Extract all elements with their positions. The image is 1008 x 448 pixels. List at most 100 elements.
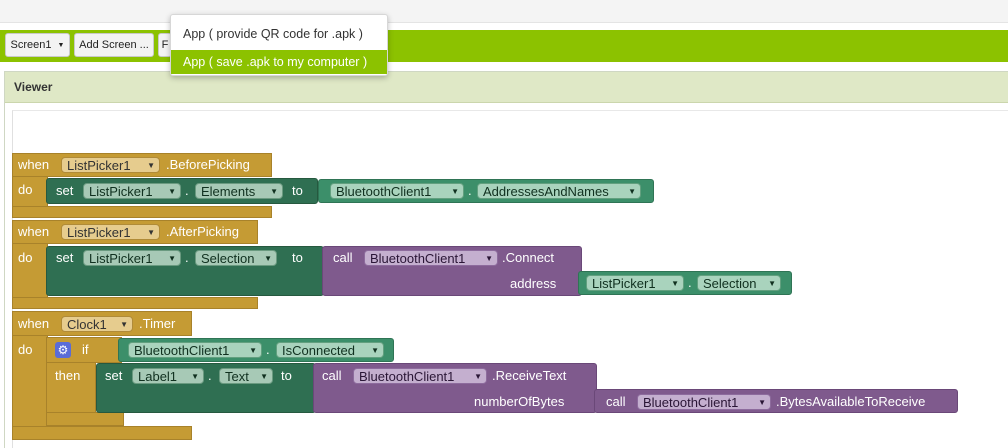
setter-component-name: ListPicker1 (89, 251, 153, 266)
call-label: call (606, 394, 626, 409)
chevron-down-icon: ▼ (191, 372, 199, 381)
chevron-down-icon: ▼ (147, 161, 155, 170)
method-name: .BytesAvailableToReceive (776, 394, 926, 409)
chevron-down-icon: ▼ (485, 254, 493, 263)
chevron-down-icon: ▼ (371, 346, 379, 355)
event-block-footer (12, 297, 258, 309)
chevron-down-icon: ▼ (671, 279, 679, 288)
do-label: do (18, 182, 33, 197)
if-label: if (82, 342, 89, 357)
event-block-footer (12, 206, 272, 218)
arg-label-numberofbytes: numberOfBytes (474, 394, 565, 409)
designer-toolbar: Screen1 ▼ Add Screen ... F (0, 30, 1008, 62)
call-component-dropdown[interactable]: BluetoothClient1 ▼ (364, 250, 498, 266)
condition-property-dropdown[interactable]: IsConnected ▼ (276, 342, 384, 358)
when-label: when (18, 157, 50, 172)
setter-component-dropdown[interactable]: ListPicker1 ▼ (83, 250, 181, 266)
set-label: set (56, 250, 74, 265)
when-label: when (18, 224, 50, 239)
method-name: .Connect (502, 250, 555, 265)
if-block-footer (46, 412, 124, 426)
chevron-down-icon: ▼ (147, 228, 155, 237)
build-dropdown-menu: App ( provide QR code for .apk ) App ( s… (170, 14, 388, 76)
getter-component-name: ListPicker1 (592, 276, 656, 291)
arg-component-dropdown[interactable]: BluetoothClient1 ▼ (637, 394, 771, 410)
setter-property-name: Selection (201, 251, 255, 266)
menu-item-provide-qr[interactable]: App ( provide QR code for .apk ) (183, 27, 363, 41)
component-name: ListPicker1 (67, 225, 131, 240)
set-label: set (105, 368, 123, 383)
call-label: call (333, 250, 353, 265)
dot-label: . (468, 183, 472, 198)
dot-label: . (185, 183, 189, 198)
to-label: to (292, 250, 303, 265)
getter-component-dropdown[interactable]: ListPicker1 ▼ (586, 275, 684, 291)
chevron-down-icon: ▼ (168, 254, 176, 263)
call-component-name: BluetoothClient1 (359, 369, 455, 384)
to-label: to (281, 368, 292, 383)
setter-property-dropdown[interactable]: Elements ▼ (195, 183, 283, 199)
component-dropdown[interactable]: ListPicker1 ▼ (61, 224, 160, 240)
chevron-down-icon: ▼ (768, 279, 776, 288)
do-label: do (18, 250, 33, 265)
setter-component-name: Label1 (138, 369, 178, 384)
setter-component-dropdown[interactable]: ListPicker1 ▼ (83, 183, 181, 199)
when-label: when (18, 316, 50, 331)
then-label: then (55, 368, 81, 383)
setter-component-dropdown[interactable]: Label1 ▼ (132, 368, 204, 384)
getter-property-dropdown[interactable]: Selection ▼ (697, 275, 781, 291)
arg-component-name: BluetoothClient1 (643, 395, 739, 410)
component-dropdown[interactable]: Clock1 ▼ (61, 316, 133, 332)
chevron-down-icon: ▼ (264, 254, 272, 263)
chevron-down-icon: ▼ (758, 398, 766, 407)
dot-label: . (266, 342, 270, 357)
chevron-down-icon: ▼ (168, 187, 176, 196)
viewer-header (5, 72, 1008, 103)
setter-component-name: ListPicker1 (89, 184, 153, 199)
event-name: .AfterPicking (166, 224, 239, 239)
event-block-footer (12, 426, 192, 440)
call-component-name: BluetoothClient1 (370, 251, 466, 266)
condition-component-dropdown[interactable]: BluetoothClient1▼ (128, 342, 262, 358)
getter-component-name: BluetoothClient1 (336, 184, 432, 199)
condition-property-name: IsConnected (282, 343, 355, 358)
component-name: ListPicker1 (67, 158, 131, 173)
getter-property-name: AddressesAndNames (483, 184, 609, 199)
setter-property-dropdown[interactable]: Selection ▼ (195, 250, 277, 266)
chevron-down-icon: ▼ (260, 372, 268, 381)
dot-label: . (185, 250, 189, 265)
if-block-body-left (46, 362, 96, 416)
event-name: .Timer (139, 316, 176, 331)
chevron-down-icon: ▼ (270, 187, 278, 196)
to-label: to (292, 183, 303, 198)
component-dropdown[interactable]: ListPicker1 ▼ (61, 157, 160, 173)
menu-item-save-apk[interactable]: App ( save .apk to my computer ) (171, 50, 387, 74)
chevron-down-icon: ▼ (451, 187, 459, 196)
dot-label: . (688, 275, 692, 290)
chevron-down-icon: ▼ (628, 187, 636, 196)
setter-property-name: Text (225, 369, 249, 384)
chevron-down-icon: ▼ (120, 320, 128, 329)
add-screen-label: Add Screen ... (79, 39, 149, 51)
event-block-body-left (12, 243, 48, 299)
setter-property-dropdown[interactable]: Text ▼ (219, 368, 273, 384)
toolbar-button-partial-label: F (161, 39, 169, 51)
do-label: do (18, 342, 33, 357)
getter-property-dropdown[interactable]: AddressesAndNames ▼ (477, 183, 641, 199)
call-component-dropdown[interactable]: BluetoothClient1 ▼ (353, 368, 487, 384)
screen-select-label: Screen1 (10, 39, 52, 51)
top-strip (0, 0, 1008, 23)
add-screen-button[interactable]: Add Screen ... (74, 33, 154, 57)
method-name: .ReceiveText (492, 368, 567, 383)
arg-label-address: address (510, 276, 557, 291)
viewer-title: Viewer (14, 80, 53, 94)
component-name: Clock1 (67, 317, 107, 332)
set-label: set (56, 183, 74, 198)
getter-component-dropdown[interactable]: BluetoothClient1 ▼ (330, 183, 464, 199)
chevron-down-icon: ▼ (474, 372, 482, 381)
chevron-down-icon: ▼ (249, 346, 257, 355)
setter-property-name: Elements (201, 184, 256, 199)
getter-property-name: Selection (703, 276, 757, 291)
gear-icon[interactable]: ⚙ (55, 342, 71, 358)
screen-select-button[interactable]: Screen1 ▼ (5, 33, 70, 57)
